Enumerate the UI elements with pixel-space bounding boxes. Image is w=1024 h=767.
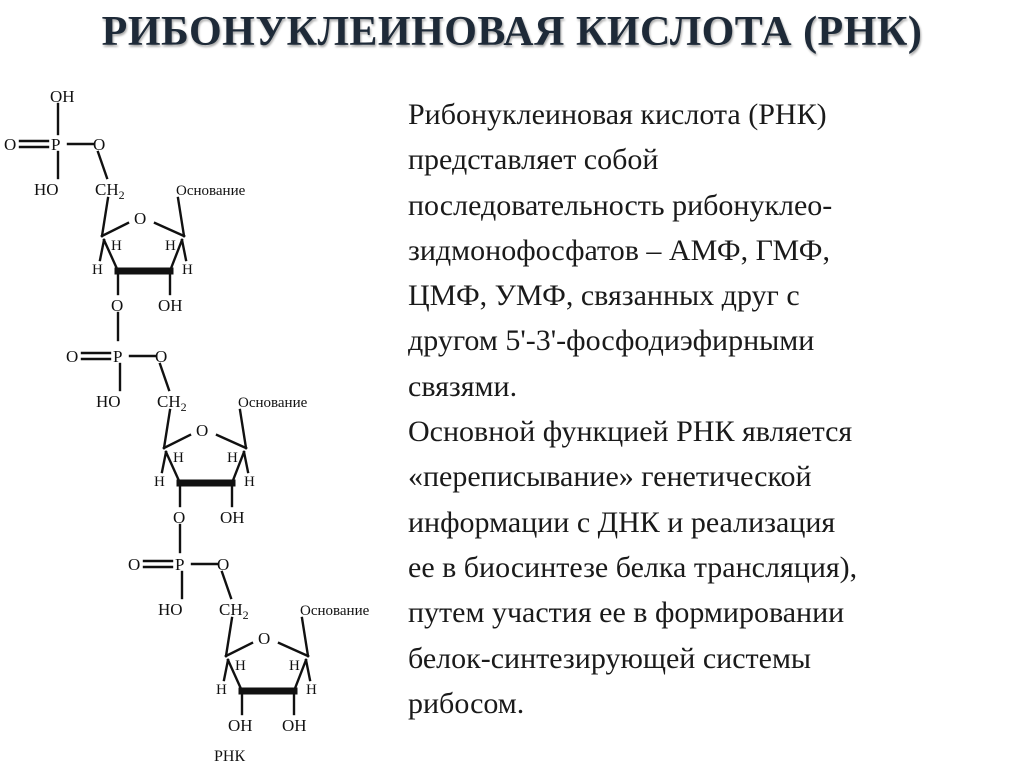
ch-label: CH: [219, 600, 243, 619]
oxygen-label: O: [4, 135, 16, 154]
ch-label: CH: [95, 180, 119, 199]
text-line: ЦМФ, УМФ, связанных друг с: [408, 279, 800, 313]
hydrogen-label: H: [235, 658, 246, 674]
text-line: Основной функцией РНК является: [408, 415, 853, 449]
nucleotide-unit-3-labels: O P O HO CH2 O Основание H H H H OH OH: [128, 555, 370, 735]
phosphorus-label: P: [175, 555, 184, 574]
phosphorus-label: P: [113, 347, 122, 366]
oxygen-label: O: [128, 555, 140, 574]
ch2-label: CH2: [95, 180, 125, 202]
structure-caption: РНК: [214, 748, 245, 765]
description-text: Рибонуклеиновая кислота (РНК) представля…: [408, 92, 988, 726]
text-line: белок-синтезирующей системы: [408, 641, 812, 675]
oxygen-label: O: [111, 296, 123, 315]
hydroxyl-label: OH: [220, 508, 245, 527]
base-label: Основание: [300, 603, 370, 619]
ring-oxygen-label: O: [134, 209, 146, 228]
oxygen-label: O: [66, 347, 78, 366]
hydroxyl-label: HO: [96, 392, 121, 411]
hydrogen-label: H: [306, 682, 317, 698]
ring-oxygen-label: O: [258, 629, 270, 648]
text-line: представляет собой: [408, 143, 659, 177]
subscript-label: 2: [181, 400, 187, 414]
hydrogen-label: H: [154, 474, 165, 490]
hydrogen-label: H: [173, 450, 184, 466]
base-label: Основание: [238, 395, 308, 411]
hydrogen-label: H: [165, 238, 176, 254]
ch2-label: CH2: [219, 600, 249, 622]
hydrogen-label: H: [289, 658, 300, 674]
ch-label: CH: [157, 392, 181, 411]
oxygen-label: O: [155, 347, 167, 366]
subscript-label: 2: [243, 608, 249, 622]
text-line: ее в биосинтезе белка трансляция),: [408, 550, 858, 584]
hydroxyl-label: OH: [158, 296, 183, 315]
oxygen-label: O: [173, 508, 185, 527]
nucleotide-unit-1-labels: OH O P O HO CH2 O Основание H H H H O OH: [4, 87, 246, 315]
hydrogen-label: H: [182, 262, 193, 278]
text-line: путем участия ее в формировании: [408, 596, 845, 630]
paragraph-1: Рибонуклеиновая кислота (РНК) представля…: [408, 92, 988, 409]
slide-title: РИБОНУКЛЕИНОВАЯ КИСЛОТА (РНК): [101, 9, 923, 55]
nucleotide-unit-2-labels: O P O HO CH2 O Основание H H H H O OH: [66, 347, 308, 527]
oxygen-label: O: [217, 555, 229, 574]
hydrogen-label: H: [111, 238, 122, 254]
nucleotide-unit-1: [18, 102, 188, 342]
hydroxyl-label: HO: [158, 600, 183, 619]
paragraph-2: Основной функцией РНК является «переписы…: [408, 409, 988, 726]
hydroxyl-label: OH: [50, 87, 75, 106]
text-line: Рибонуклеиновая кислота (РНК): [408, 98, 827, 131]
hydroxyl-label: HO: [34, 180, 59, 199]
hydrogen-label: H: [216, 682, 227, 698]
nucleotide-unit-3: [142, 559, 312, 716]
oxygen-label: O: [93, 135, 105, 154]
hydroxyl-label: OH: [282, 716, 307, 735]
hydrogen-label: H: [227, 450, 238, 466]
text-line: другом 5'-3'-фосфодиэфирными: [408, 324, 815, 358]
base-label: Основание: [176, 183, 246, 199]
text-line: зидмонофосфатов – АМФ, ГМФ,: [408, 233, 831, 267]
phosphorus-label: P: [51, 135, 60, 154]
ring-oxygen-label: O: [196, 421, 208, 440]
hydrogen-label: H: [92, 262, 103, 278]
ch2-label: CH2: [157, 392, 187, 414]
text-line: рибосом.: [408, 686, 525, 720]
text-line: информации с ДНК и реализация: [408, 505, 836, 539]
subscript-label: 2: [119, 188, 125, 202]
hydrogen-label: H: [244, 474, 255, 490]
text-line: «переписывание» генетической: [408, 460, 812, 494]
text-line: последовательность рибонуклео-: [408, 188, 833, 222]
nucleotide-unit-2: [80, 351, 250, 554]
rna-structure-diagram: OH O P O HO CH2 O Основание H H H H O OH…: [4, 87, 370, 765]
hydroxyl-label: OH: [228, 716, 253, 735]
text-line: связями.: [408, 369, 518, 403]
